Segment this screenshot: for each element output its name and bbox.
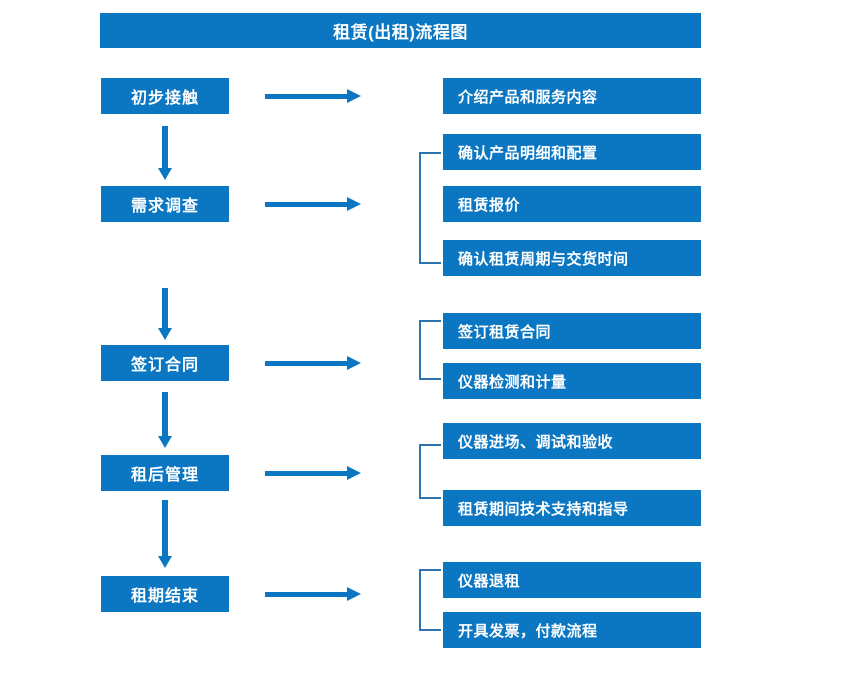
right-arrow-icon [265,587,361,601]
page-title: 租赁(出租)流程图 [100,13,701,48]
stage-box-sign-contract[interactable]: 签订合同 [101,345,229,381]
group-bracket-icon [419,152,441,264]
stage-box-initial-contact[interactable]: 初步接触 [101,78,229,114]
detail-box-introduce-products[interactable]: 介绍产品和服务内容 [443,78,701,114]
detail-box-instrument-return[interactable]: 仪器退租 [443,562,701,598]
down-arrow-icon [158,392,172,448]
down-arrow-icon [158,126,172,180]
detail-box-invoice-payment[interactable]: 开具发票，付款流程 [443,612,701,648]
detail-box-rental-quotation[interactable]: 租赁报价 [443,186,701,222]
stage-box-post-rental-management[interactable]: 租后管理 [101,455,229,491]
detail-box-instrument-onsite-commissioning[interactable]: 仪器进场、调试和验收 [443,423,701,459]
detail-box-confirm-product-details[interactable]: 确认产品明细和配置 [443,134,701,170]
group-bracket-icon [419,444,441,499]
stage-box-rental-end[interactable]: 租期结束 [101,576,229,612]
right-arrow-icon [265,89,361,103]
detail-box-sign-rental-contract[interactable]: 签订租赁合同 [443,313,701,349]
detail-box-technical-support[interactable]: 租赁期间技术支持和指导 [443,490,701,526]
down-arrow-icon [158,500,172,568]
stage-box-requirement-survey[interactable]: 需求调查 [101,186,229,222]
right-arrow-icon [265,197,361,211]
detail-box-confirm-rental-period[interactable]: 确认租赁周期与交货时间 [443,240,701,276]
group-bracket-icon [419,320,441,380]
group-bracket-icon [419,569,441,631]
detail-box-instrument-inspection[interactable]: 仪器检测和计量 [443,363,701,399]
right-arrow-icon [265,466,361,480]
down-arrow-icon [158,288,172,340]
right-arrow-icon [265,356,361,370]
